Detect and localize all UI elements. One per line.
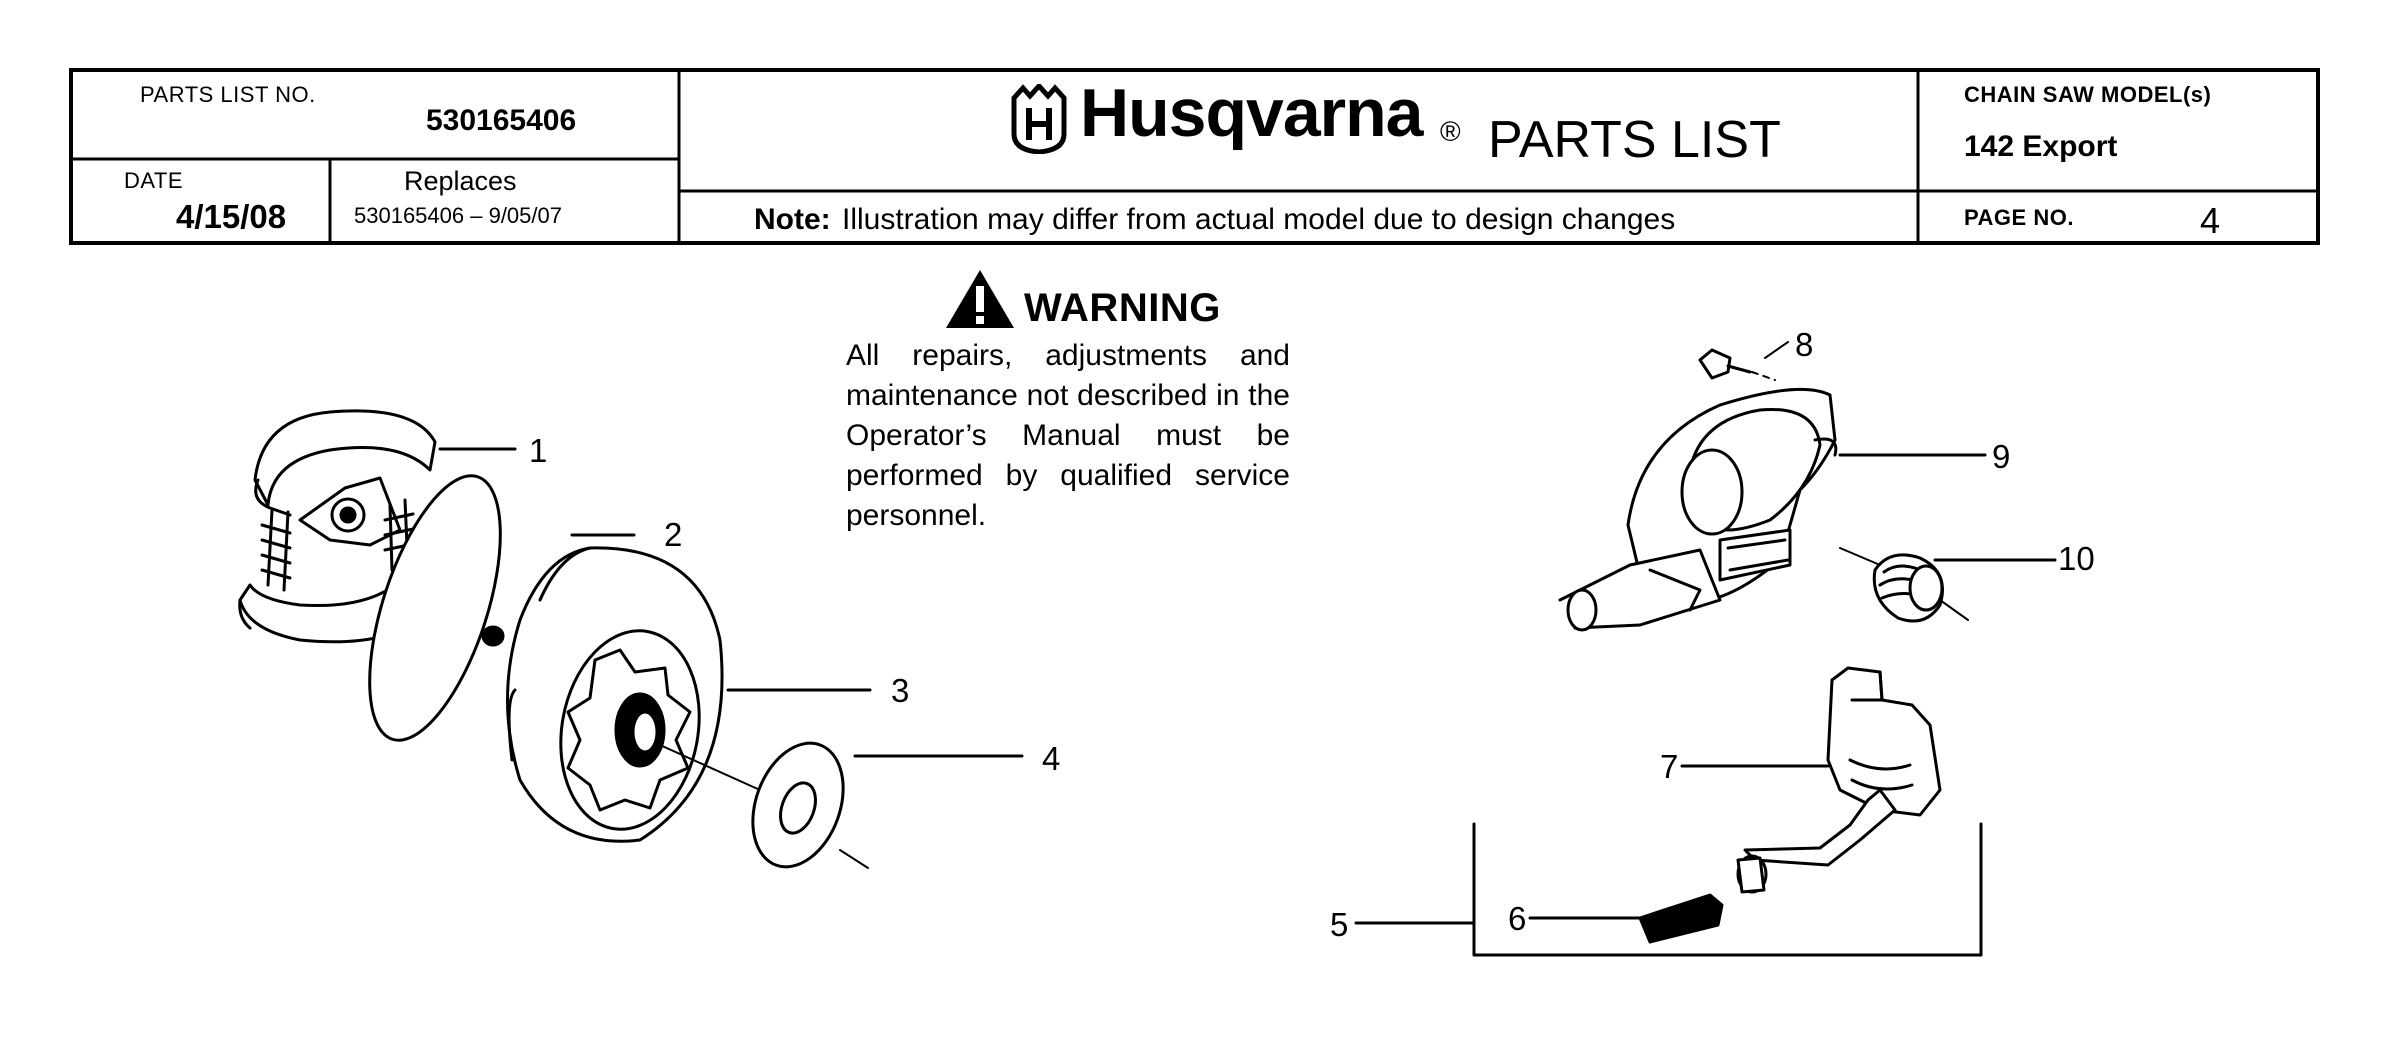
warning-title: WARNING — [1024, 286, 1221, 330]
husqvarna-crown-logo — [1008, 82, 1070, 155]
warning-triangle-icon — [944, 268, 1016, 330]
brand-name: Husqvarna — [1080, 75, 1423, 151]
callout-line-8 — [1764, 341, 1789, 359]
oil-filter-part-6 — [1638, 893, 1724, 944]
oil-pickup-part-7 — [1736, 666, 1942, 894]
callout-4: 4 — [1042, 740, 1061, 777]
page-number: 4 — [2200, 200, 2221, 241]
replaces-label: Replaces — [404, 166, 517, 196]
callout-9: 9 — [1992, 438, 2011, 475]
axis-line — [659, 744, 761, 791]
registered-mark: ® — [1440, 116, 1461, 147]
parts-list-number: 530165406 — [426, 104, 577, 137]
model-label: CHAIN SAW MODEL(s) — [1964, 82, 2212, 107]
parts-list-no-label: PARTS LIST NO. — [140, 82, 316, 107]
callout-5: 5 — [1330, 906, 1349, 943]
date-value: 4/15/08 — [176, 198, 287, 235]
note-text: Illustration may differ from actual mode… — [842, 203, 1676, 236]
callout-8: 8 — [1795, 326, 1814, 363]
group-bracket-part-5 — [1472, 822, 1983, 957]
model-value: 142 Export — [1964, 130, 2118, 163]
oil-pump-part-9 — [1558, 387, 1838, 632]
header-frame — [69, 68, 2320, 245]
date-label: DATE — [124, 168, 184, 193]
worm-gear-part-10 — [1839, 547, 1969, 623]
washer-part-2 — [368, 474, 502, 742]
clutch-assembly-part-1 — [238, 409, 437, 644]
callout-3: 3 — [891, 672, 910, 709]
screw-part-8 — [1698, 348, 1776, 381]
callout-6: 6 — [1508, 900, 1527, 937]
document-title: PARTS LIST — [1488, 111, 1781, 169]
callout-2: 2 — [664, 516, 683, 553]
warning-text: All repairs, adjustments and maintenance… — [846, 339, 1290, 532]
callout-1: 1 — [529, 432, 548, 469]
replaces-value: 530165406 – 9/05/07 — [354, 203, 562, 228]
callout-10: 10 — [2058, 540, 2095, 577]
note-label: Note: — [754, 203, 831, 236]
callout-7: 7 — [1660, 748, 1679, 785]
page-number-label: PAGE NO. — [1964, 205, 2074, 230]
clutch-drum-part-3 — [506, 546, 724, 843]
